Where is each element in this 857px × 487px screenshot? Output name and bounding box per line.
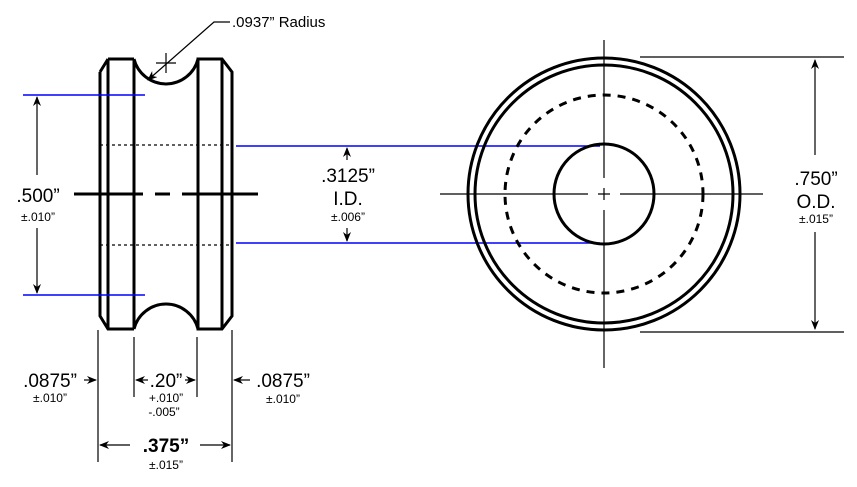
width-value: .375”: [143, 436, 189, 457]
right-flange-value: .0875”: [256, 371, 310, 392]
od-tol: ±.015”: [799, 212, 833, 226]
height-tol: ±.010”: [21, 210, 55, 224]
right-flange-tol: ±.010”: [266, 392, 300, 406]
left-flange-tol: ±.010”: [33, 391, 67, 405]
id-value: .3125”: [321, 166, 375, 187]
groove-bottom: [132, 302, 200, 330]
radius-label: .0937” Radius: [232, 14, 325, 31]
front-view: .750” O.D. ±.015”: [440, 40, 844, 368]
width-tol: ±.015”: [149, 458, 183, 472]
od-value: .750”: [794, 169, 837, 190]
groove-top: [132, 58, 200, 86]
od-label: O.D.: [796, 192, 835, 213]
left-flange-value: .0875”: [23, 371, 77, 392]
groove-tol-plus: +.010”: [149, 391, 183, 405]
groove-value: .20”: [150, 371, 183, 392]
id-tol: ±.006”: [331, 210, 365, 224]
groove-tol-minus: -.005”: [148, 405, 179, 419]
id-label: I.D.: [333, 189, 363, 210]
height-value: .500”: [16, 186, 59, 207]
side-view: .0937” Radius .500” ±.010” .3125” I.D. ±…: [16, 14, 600, 472]
